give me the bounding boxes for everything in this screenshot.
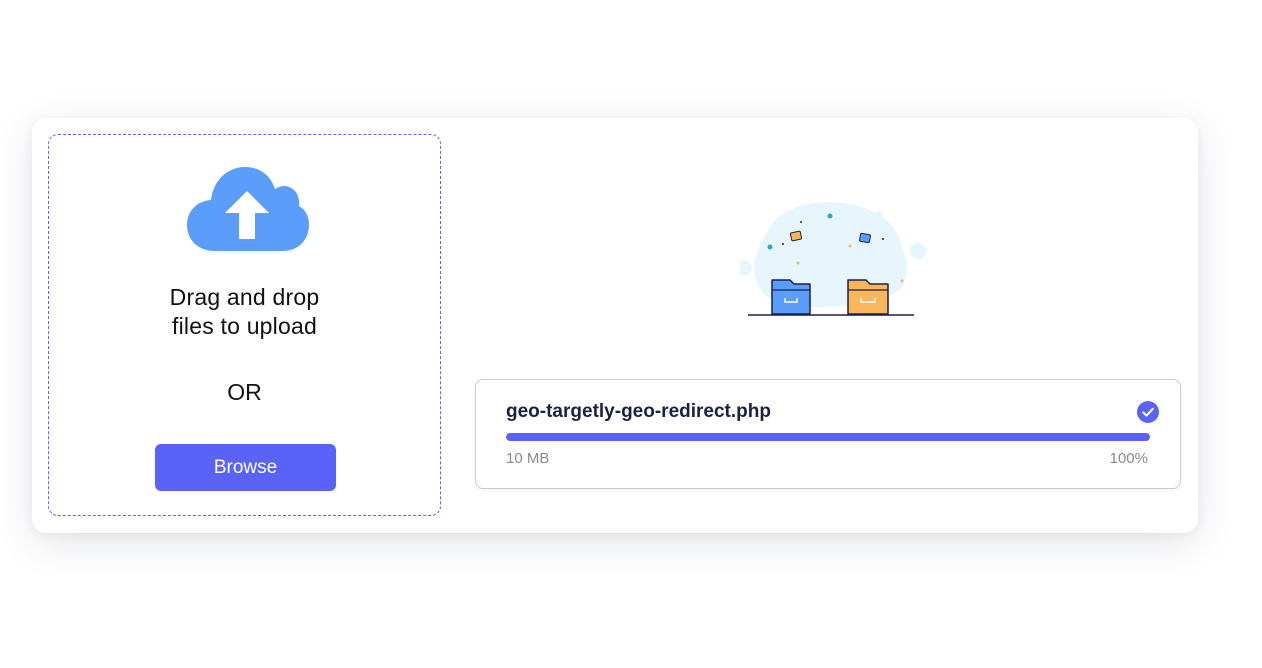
drop-text-line1: Drag and drop <box>169 284 320 310</box>
or-separator: OR <box>227 379 262 405</box>
dropzone[interactable]: Drag and drop files to upload OR Browse <box>48 134 441 516</box>
file-upload-item: geo-targetly-geo-redirect.php 10 MB 100% <box>475 379 1181 489</box>
progress-bar-fill <box>506 433 1150 441</box>
progress-bar <box>506 433 1150 441</box>
progress-percent: 100% <box>1109 450 1148 467</box>
file-size: 10 MB <box>506 450 550 467</box>
browse-button[interactable]: Browse <box>155 444 336 491</box>
folders-illustration <box>740 202 926 316</box>
upload-card: Drag and drop files to upload OR Browse <box>32 118 1198 533</box>
check-circle-icon <box>1137 401 1159 423</box>
file-name: geo-targetly-geo-redirect.php <box>506 401 771 422</box>
cloud-upload-icon <box>187 167 309 251</box>
drop-text-line2: files to upload <box>172 313 317 339</box>
drop-instructions: Drag and drop files to upload <box>49 283 440 341</box>
